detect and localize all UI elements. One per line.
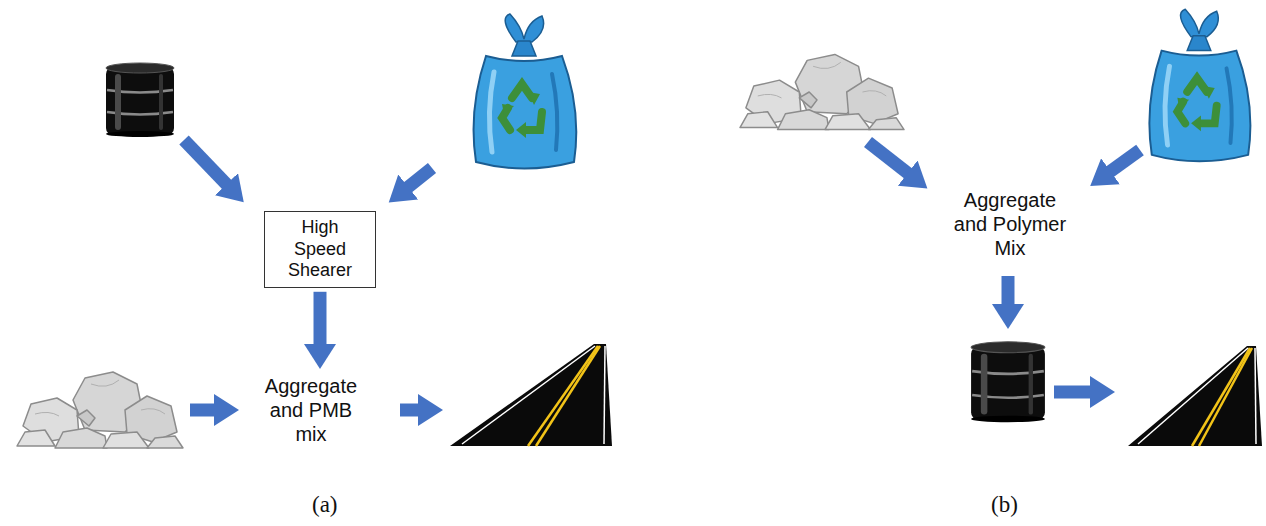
node-text: High Speed Shearer <box>273 217 367 282</box>
process-text: Aggregate and PMB mix <box>258 372 364 448</box>
flow-arrow <box>1054 386 1098 399</box>
node-text: Aggregate and Polymer Mix <box>952 188 1068 260</box>
process-box: High Speed Shearer <box>264 211 376 288</box>
node-text: Aggregate and PMB mix <box>260 374 362 446</box>
flow-arrow <box>314 292 327 352</box>
aggregate-rocks <box>17 372 183 448</box>
flow-arrows <box>184 140 432 410</box>
flow-arrow <box>868 142 914 178</box>
flow-arrow <box>190 404 222 417</box>
panel-label: (b) <box>991 492 1018 518</box>
flow-arrow <box>402 168 432 192</box>
plastic-bag <box>1149 9 1250 161</box>
flow-arrows <box>868 142 1140 392</box>
plastic-bag <box>474 14 577 169</box>
process-text: Aggregate and Polymer Mix <box>950 186 1070 262</box>
flow-arrow <box>1002 276 1015 312</box>
oil-barrel <box>106 63 174 137</box>
panel-label: (a) <box>312 492 338 518</box>
flow-arrow <box>400 404 426 417</box>
flow-arrow <box>184 140 232 190</box>
road <box>1128 346 1262 446</box>
flow-arrow <box>1104 150 1140 176</box>
aggregate-rocks <box>740 54 904 129</box>
road <box>450 344 612 446</box>
oil-barrel <box>971 342 1045 422</box>
